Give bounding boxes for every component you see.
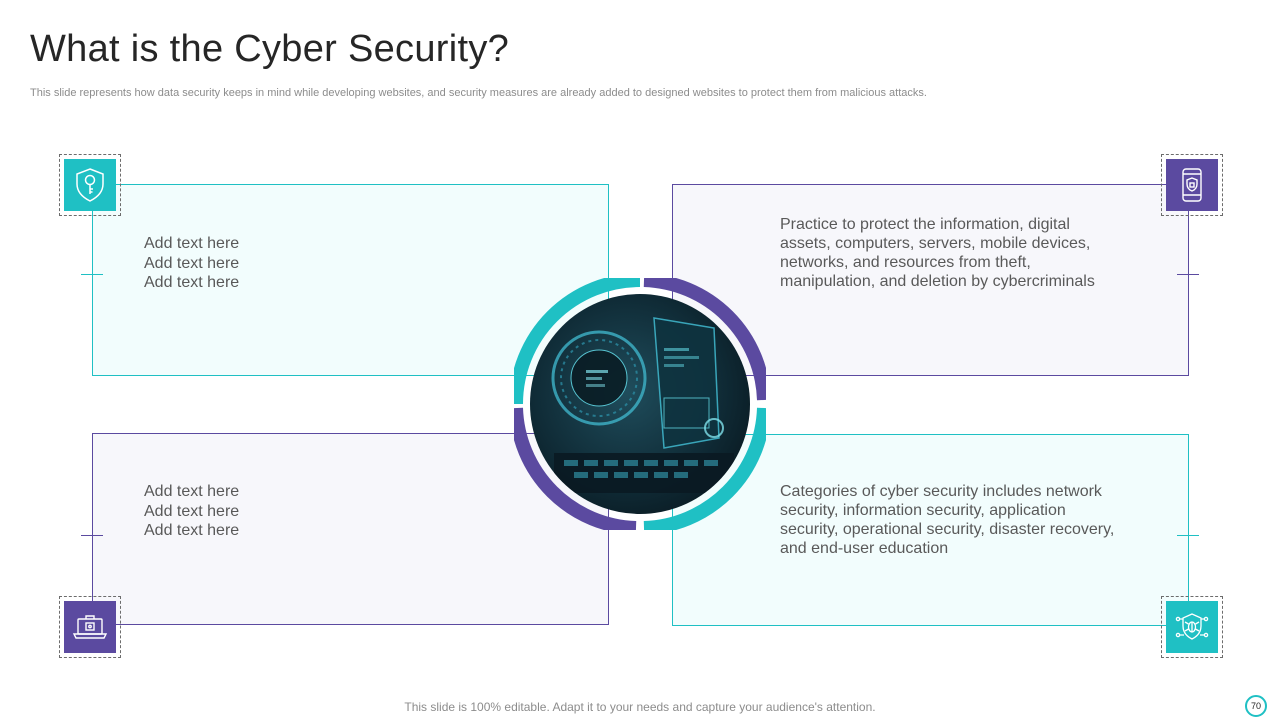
- text-top-right: Practice to protect the information, dig…: [780, 216, 1095, 290]
- icon-frame-top-left: [59, 154, 121, 216]
- placeholder-line: Add text here: [144, 502, 240, 520]
- slide-footer: This slide is 100% editable. Adapt it to…: [404, 700, 876, 714]
- mobile-lock-icon: [1166, 159, 1218, 211]
- placeholder-line: Add text here: [144, 522, 240, 539]
- shield-key-icon: [64, 159, 116, 211]
- slide-subtitle: This slide represents how data security …: [30, 87, 927, 99]
- tick-bottom-left: [81, 535, 103, 536]
- panel-top-left: [92, 184, 609, 376]
- tick-bottom-right: [1177, 535, 1199, 536]
- placeholder-line: Add text here: [144, 483, 240, 500]
- text-bottom-left: Add text here Add text here Add text her…: [144, 482, 239, 541]
- cyber-security-image: [509, 273, 771, 535]
- page-number: 70: [1245, 695, 1267, 717]
- icon-frame-top-right: [1161, 154, 1223, 216]
- panel-top-right: [672, 184, 1189, 376]
- text-bottom-right: Categories of cyber security includes ne…: [780, 483, 1115, 557]
- panel-bottom-right: [672, 434, 1189, 626]
- tick-top-right: [1177, 274, 1199, 275]
- placeholder-line: Add text here: [144, 235, 240, 252]
- slide-title: What is the Cyber Security?: [30, 28, 510, 70]
- icon-frame-bottom-right: [1161, 596, 1223, 658]
- placeholder-line: Add text here: [144, 254, 240, 272]
- placeholder-line: Add text here: [144, 274, 240, 291]
- bug-network-icon: [1166, 601, 1218, 653]
- tick-top-left: [81, 274, 103, 275]
- panel-bottom-left: [92, 433, 609, 625]
- laptop-lock-icon: [64, 601, 116, 653]
- text-top-left: Add text here Add text here Add text her…: [144, 234, 239, 293]
- icon-frame-bottom-left: [59, 596, 121, 658]
